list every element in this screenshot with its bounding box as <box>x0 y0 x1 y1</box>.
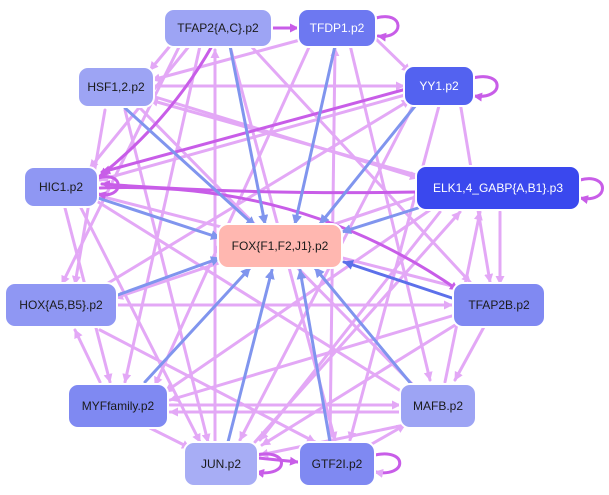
edge-myf-to-jun <box>148 426 192 450</box>
edge-yy1-to-jun <box>238 100 417 442</box>
edge-hic1-to-jun <box>78 204 202 444</box>
node-label: YY1.p2 <box>419 79 459 93</box>
node-hox[interactable]: HOX{A5,B5}.p2 <box>4 282 118 328</box>
node-tfap2b[interactable]: TFAP2B.p2 <box>452 282 546 328</box>
edge-tfap2b-to-mafb <box>453 323 487 382</box>
node-tfap2ac[interactable]: TFAP2{A,C}.p2 <box>163 8 273 48</box>
edge-jun-to-fox <box>226 268 275 444</box>
node-label: FOX{F1,F2,J1}.p2 <box>232 239 329 253</box>
edge-jun-to-gtf2i-strong <box>256 456 300 466</box>
self-loop-tfdp1 <box>374 15 400 42</box>
edge-elk1-to-fox <box>340 206 420 235</box>
nodes-group: TFAP2{A,C}.p2 TFDP1.p2 HSF1,2.p2 YY1.p2 … <box>4 8 581 487</box>
edges-pink-group <box>60 36 505 458</box>
edge-yy1-to-hic1 <box>98 93 407 183</box>
edge-tfdp1-to-hsf1 <box>150 38 302 83</box>
edge-elk1-to-hic1-strong <box>100 180 420 195</box>
edge-yy1-to-hic1-strong <box>100 86 412 175</box>
edge-hsf1-to-fox <box>123 106 257 228</box>
edge-hic1-to-mafb <box>93 198 414 400</box>
edge-mafb-to-jun <box>258 423 407 458</box>
edge-hox-to-gtf2i <box>98 328 317 444</box>
edge-hox-to-fox <box>113 256 222 298</box>
edges-blue-group <box>96 44 422 444</box>
node-yy1[interactable]: YY1.p2 <box>403 65 475 107</box>
node-label: ELK1,4_GABP{A,B1}.p3 <box>433 181 563 195</box>
edge-tfap2ac-to-hic1-strong <box>98 44 214 178</box>
node-label: TFAP2B.p2 <box>468 298 530 312</box>
edge-hic1-to-fox <box>96 196 222 240</box>
node-label: HIC1.p2 <box>39 180 83 194</box>
node-jun[interactable]: JUN.p2 <box>183 441 259 487</box>
self-loop-hic1 <box>96 175 120 201</box>
edge-myf-to-hox <box>73 328 102 384</box>
self-loop-yy1 <box>471 75 499 102</box>
node-hic1[interactable]: HIC1.p2 <box>23 166 99 208</box>
node-label: MAFB.p2 <box>413 399 463 413</box>
node-hsf1[interactable]: HSF1,2.p2 <box>77 66 155 108</box>
edge-tfap2ac-to-hox <box>60 43 182 286</box>
node-label: MYFfamily.p2 <box>82 399 155 413</box>
edge-gtf2i-to-mafb <box>368 423 407 447</box>
node-fox[interactable]: FOX{F1,F2,J1}.p2 <box>217 223 343 269</box>
node-myf[interactable]: MYFfamily.p2 <box>67 383 169 429</box>
self-loop-elk1 <box>578 177 604 204</box>
edge-myf-to-fox <box>143 266 252 384</box>
self-loop-gtf2i <box>373 452 402 478</box>
node-gtf2i[interactable]: GTF2I.p2 <box>298 441 376 487</box>
node-label: GTF2I.p2 <box>312 457 363 471</box>
edge-gtf2i-to-fox <box>296 268 332 444</box>
edge-tfap2ac-to-myf <box>122 44 202 384</box>
node-label: JUN.p2 <box>201 457 241 471</box>
edge-elk1-to-hsf1 <box>148 97 422 178</box>
node-label: TFDP1.p2 <box>310 21 365 35</box>
edge-tfap2b-to-myf <box>168 313 457 403</box>
edges-blue-strong-group <box>342 260 454 300</box>
node-elk1[interactable]: ELK1,4_GABP{A,B1}.p3 <box>415 165 581 211</box>
self-loop-jun <box>254 452 283 478</box>
node-label: TFAP2{A,C}.p2 <box>177 21 259 35</box>
node-tfdp1[interactable]: TFDP1.p2 <box>297 8 377 48</box>
edge-jun-to-elk1 <box>253 210 462 444</box>
edge-tfap2b-to-fox <box>342 260 454 300</box>
node-mafb[interactable]: MAFB.p2 <box>399 383 477 429</box>
node-label: HSF1,2.p2 <box>87 80 145 94</box>
edge-tfdp1-to-myf <box>153 43 312 387</box>
edge-tfdp1-to-fox <box>292 44 337 226</box>
edge-mafb-to-fox <box>313 266 414 387</box>
edge-yy1-to-fox <box>318 98 422 226</box>
edge-tfap2ac-to-fox <box>228 44 269 226</box>
edge-elk1-to-myf <box>163 208 432 394</box>
edge-tfdp1-to-yy1 <box>373 36 412 74</box>
edge-tfap2b-to-jun <box>260 320 462 447</box>
node-label: HOX{A5,B5}.p2 <box>19 298 103 312</box>
edges-pink-strong-group <box>96 15 604 478</box>
